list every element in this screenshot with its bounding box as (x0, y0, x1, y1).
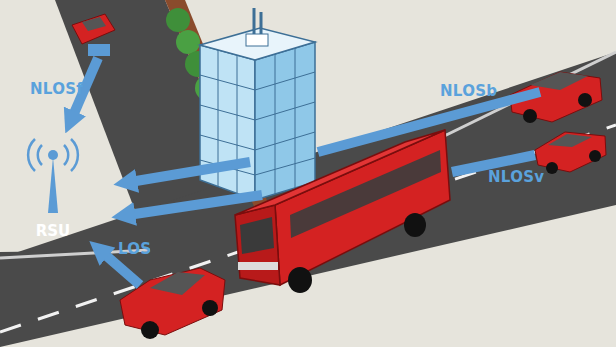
nlosb-arrow (130, 162, 250, 182)
nlosv-arrow (128, 195, 262, 215)
path-label: NLOSv (488, 168, 544, 186)
path-label: NLOSb (440, 82, 497, 100)
roof-box (246, 34, 268, 46)
path-label: LOS (118, 240, 151, 258)
building-face (255, 42, 315, 200)
bus-front (235, 205, 280, 285)
wheel (404, 213, 426, 237)
tree (166, 8, 190, 32)
car-window (548, 134, 592, 147)
radio-wave (38, 145, 42, 165)
bus-side (275, 130, 450, 285)
car-right-2 (535, 132, 606, 174)
car-window (82, 17, 106, 31)
car-top (72, 14, 115, 56)
car-body (72, 14, 115, 44)
rsu-antenna (18, 135, 88, 215)
window-grid (255, 48, 315, 194)
wheel (546, 162, 558, 174)
bus (235, 130, 450, 293)
bus-bumper (238, 262, 278, 270)
car-body (535, 132, 606, 172)
nlosb-ray (318, 92, 540, 152)
tree (176, 30, 200, 54)
radio-wave (28, 139, 35, 171)
wheel (589, 150, 601, 162)
radio-wave (71, 139, 78, 171)
bus-windows (290, 150, 441, 238)
radio-wave (64, 145, 68, 165)
wheel (141, 321, 159, 339)
rsu-node: RSU (18, 135, 88, 240)
signal-paths (72, 58, 540, 285)
wheel (523, 109, 537, 123)
antenna-head (48, 150, 58, 160)
car-base (88, 44, 110, 56)
wheel (578, 93, 592, 107)
antenna-pole (48, 157, 58, 213)
path-label: NLOSf (30, 80, 83, 98)
node-label: RSU (18, 222, 88, 240)
roof-antenna (253, 8, 256, 34)
building-face (200, 45, 255, 200)
wheel (288, 267, 312, 293)
car-window (150, 272, 205, 295)
building-roof (200, 28, 315, 60)
wheel (202, 300, 218, 316)
bus-windshield (240, 217, 274, 254)
roof-antenna (260, 12, 263, 34)
